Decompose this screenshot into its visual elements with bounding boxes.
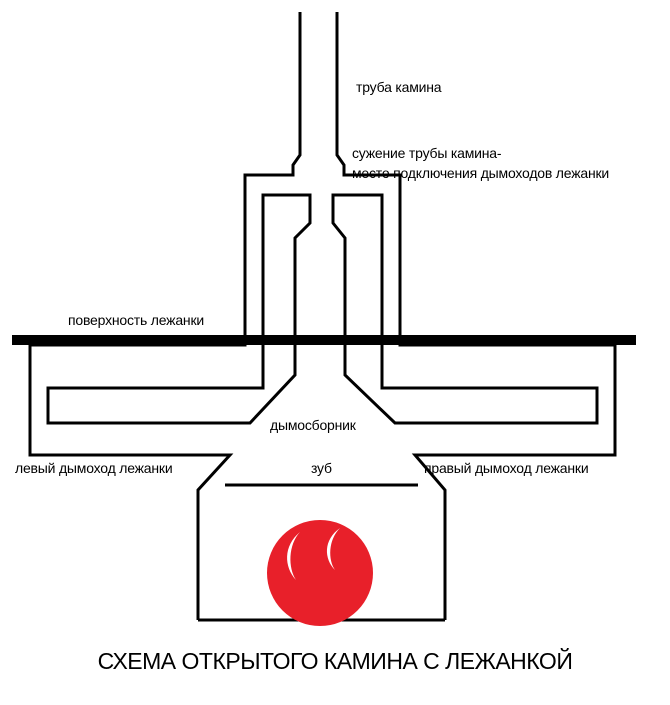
flame-logo-icon: [267, 520, 373, 626]
label-narrowing-line1: сужение трубы камина-: [352, 145, 502, 161]
label-right-flue: правый дымоход лежанки: [424, 460, 589, 476]
label-narrowing-line2: место подключения дымоходов лежанки: [352, 165, 610, 181]
label-tooth: зуб: [311, 460, 332, 476]
chimney-pipe-right-wall: [335, 12, 617, 620]
label-surface: поверхность лежанки: [68, 312, 205, 328]
label-left-flue: левый дымоход лежанки: [15, 460, 173, 476]
lezhanka-surface-bar: [12, 335, 636, 345]
right-flue-inner: [331, 193, 599, 425]
left-flue-inner: [46, 193, 312, 425]
diagram-title: СХЕМА ОТКРЫТОГО КАМИНА С ЛЕЖАНКОЙ: [97, 648, 573, 674]
label-pipe: труба камина: [356, 79, 442, 95]
label-smoke-collector: дымосборник: [270, 417, 356, 433]
